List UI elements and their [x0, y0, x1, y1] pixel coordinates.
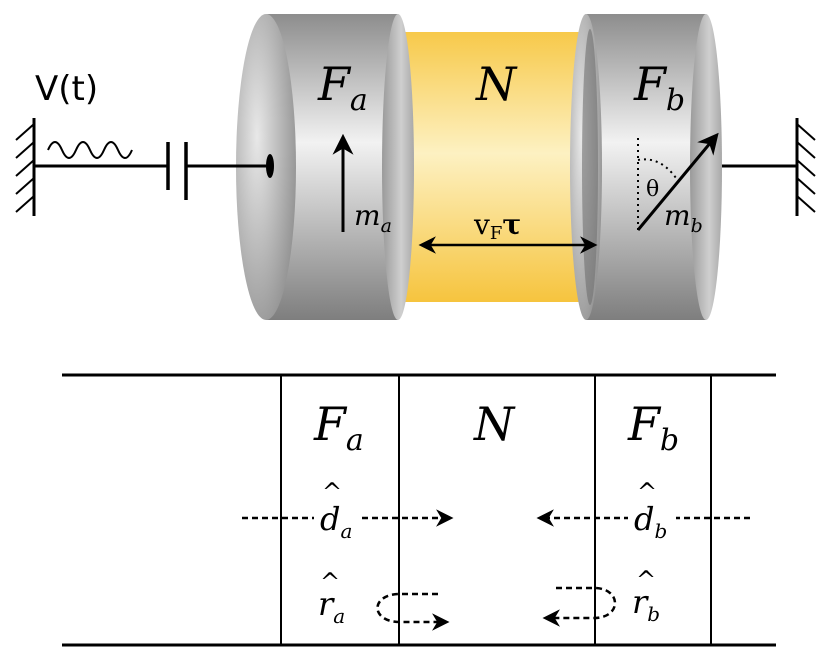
r-a-arrow [376, 592, 450, 631]
r-a-hat: ^ [320, 568, 340, 596]
top-normal-label: N [475, 57, 518, 111]
device-illustration: V(t) Fa N Fb [15, 14, 816, 320]
angle-label: θ [646, 177, 659, 202]
d-b-label: db [634, 500, 667, 543]
moment-b-arrow [636, 132, 719, 231]
top-ferro-a-label: Fa [317, 57, 368, 118]
d-a-hat: ^ [322, 478, 342, 506]
bottom-ferro-b-label: Fb [627, 397, 679, 458]
r-b-hat: ^ [636, 566, 656, 594]
r-b-label: rb [632, 583, 660, 626]
length-label: vFτ [473, 208, 521, 244]
moment-a-label: ma [354, 199, 392, 237]
bottom-ferro-a-label: Fa [313, 397, 364, 458]
r-a-label: ra [318, 585, 345, 628]
r-b-arrow [542, 586, 617, 627]
voltage-label: V(t) [35, 69, 98, 109]
ac-wave-icon [47, 141, 133, 159]
bottom-normal-label: N [473, 397, 516, 451]
d-b-hat: ^ [637, 478, 657, 506]
d-a-label: da [320, 500, 352, 543]
top-ferro-b-label: Fb [633, 57, 685, 118]
right-ferromagnet [570, 14, 722, 320]
left-wall [15, 118, 36, 216]
moment-b-label: mb [664, 199, 703, 237]
right-wall [795, 118, 816, 216]
scattering-schematic: Fa N Fb ^ da ^ db ^ ra ^ rb [62, 373, 776, 647]
